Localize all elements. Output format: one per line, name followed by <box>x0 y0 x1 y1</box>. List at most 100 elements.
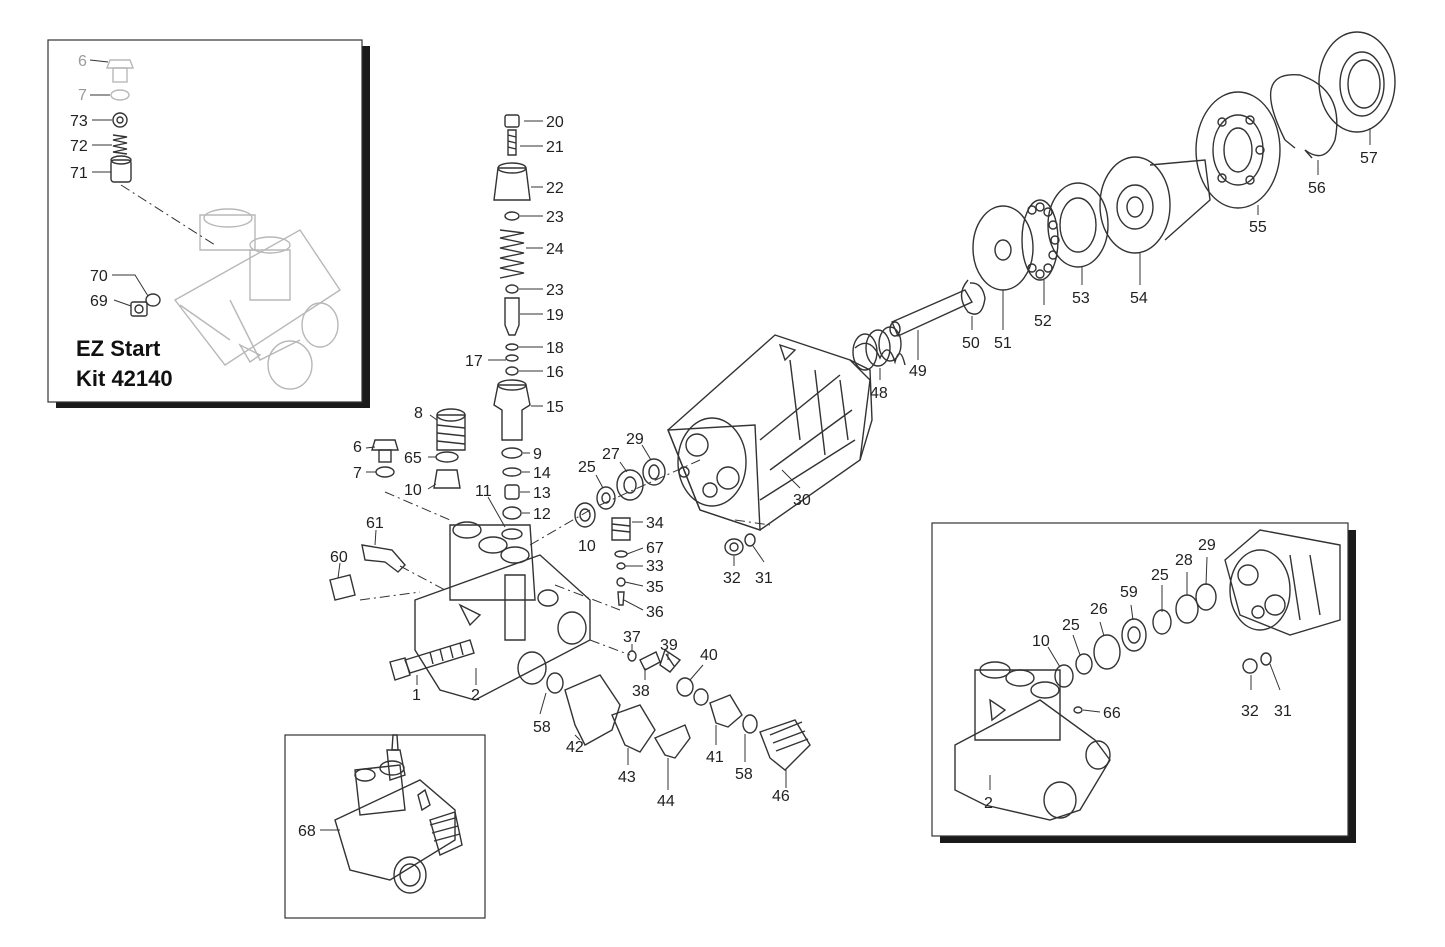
label-42: 42 <box>566 739 584 756</box>
kit-part-7 <box>110 89 130 101</box>
label-r59: 59 <box>1120 584 1138 601</box>
part-46-quick-coupler <box>759 719 811 771</box>
label-r10: 10 <box>1032 633 1050 650</box>
label-60: 60 <box>330 549 348 566</box>
label-51: 51 <box>994 335 1012 352</box>
part-33-ball <box>616 562 626 570</box>
part-15-housing <box>493 384 531 441</box>
part-53-washer <box>1047 182 1109 268</box>
label-8: 8 <box>414 405 423 422</box>
part-50-retaining-ring <box>960 279 986 315</box>
part-37-oring <box>627 650 637 662</box>
part-29-seal <box>642 458 666 486</box>
label-35: 35 <box>646 579 664 596</box>
manifold-68-inset <box>284 734 486 919</box>
part-51-swash-plate <box>972 205 1034 291</box>
part-8-plug <box>436 414 466 451</box>
label-10-right: 10 <box>578 538 596 555</box>
part-22-cap <box>493 167 531 201</box>
part-6-plug <box>371 439 399 451</box>
part-11-oring <box>501 528 523 540</box>
part-35-spring <box>616 577 626 587</box>
ez-start-kit-inset: 6 7 73 72 71 70 69 EZ Start Kit 42140 <box>47 39 370 408</box>
part-54-drive-hub <box>1099 156 1211 254</box>
part-67-oring <box>614 550 628 558</box>
kit-label-7: 7 <box>78 87 87 104</box>
part-58-oring-right <box>742 714 758 734</box>
label-46: 46 <box>772 788 790 805</box>
label-6: 6 <box>353 439 362 456</box>
label-53: 53 <box>1072 290 1090 307</box>
kit-part-70 <box>145 293 161 307</box>
label-37: 37 <box>623 629 641 646</box>
part-31-oring <box>744 533 756 547</box>
label-67: 67 <box>646 540 664 557</box>
label-23-top: 23 <box>546 209 564 226</box>
part-39-spring <box>659 648 682 673</box>
label-40: 40 <box>700 647 718 664</box>
label-36: 36 <box>646 604 664 621</box>
label-r2: 2 <box>984 795 993 812</box>
kit-label-73: 73 <box>70 113 88 130</box>
label-22: 22 <box>546 180 564 197</box>
part-42-nut <box>564 674 621 746</box>
label-r29: 29 <box>1198 537 1216 554</box>
label-34: 34 <box>646 515 664 532</box>
label-r32: 32 <box>1241 703 1259 720</box>
label-39: 39 <box>660 637 678 654</box>
part-52-thrust-bearing <box>1021 199 1060 281</box>
label-23-bottom: 23 <box>546 282 564 299</box>
label-r25b: 25 <box>1151 567 1169 584</box>
part-55-ball-bearing <box>1195 91 1281 209</box>
part-10-check-valve-right <box>574 502 596 528</box>
part-25-seal <box>596 486 616 510</box>
label-68: 68 <box>298 823 316 840</box>
part-14-ring <box>502 467 522 477</box>
kit-label-72: 72 <box>70 138 88 155</box>
kit-part-72 <box>112 134 128 155</box>
kit-part-73 <box>112 112 128 128</box>
part-38-fitting <box>639 651 661 671</box>
part-61-elbow <box>361 544 406 573</box>
part-7-oring <box>375 466 395 478</box>
label-17: 17 <box>465 353 483 370</box>
injector-parts <box>611 517 644 611</box>
part-23-washer-bottom <box>505 284 519 294</box>
part-17-washer <box>505 354 519 362</box>
part-21-stud <box>507 129 517 156</box>
front-seal-parts <box>574 444 701 528</box>
label-56: 56 <box>1308 180 1326 197</box>
label-r25a: 25 <box>1062 617 1080 634</box>
label-61: 61 <box>366 515 384 532</box>
label-58-right: 58 <box>735 766 753 783</box>
part-44-cap <box>653 724 691 759</box>
label-r31: 31 <box>1274 703 1292 720</box>
label-55: 55 <box>1249 219 1267 236</box>
part-40-oring-b <box>693 688 709 706</box>
lower-front-parts <box>539 644 811 790</box>
label-30: 30 <box>793 492 811 509</box>
kit-part-71 <box>110 155 132 183</box>
kit-part-69 <box>130 301 148 317</box>
part-65-oring <box>435 451 459 463</box>
label-15: 15 <box>546 399 564 416</box>
part-16-backup <box>505 366 519 376</box>
label-r26: 26 <box>1090 601 1108 618</box>
kit-label-6: 6 <box>78 53 87 70</box>
part-20-nut <box>504 114 520 128</box>
label-44: 44 <box>657 793 675 810</box>
label-32-front: 32 <box>723 570 741 587</box>
part-48-spring <box>852 326 906 371</box>
part-9-oring <box>501 447 523 459</box>
part-34-fitting <box>611 517 631 541</box>
label-18: 18 <box>546 340 564 357</box>
kit-leader-69 <box>113 299 132 307</box>
part-10-check-valve <box>433 469 461 489</box>
part-58-oring-left <box>546 672 564 694</box>
label-16: 16 <box>546 364 564 381</box>
kit-label-70: 70 <box>90 268 108 285</box>
part-12-oring <box>502 506 522 520</box>
label-29-front: 29 <box>626 431 644 448</box>
label-58-left: 58 <box>533 719 551 736</box>
